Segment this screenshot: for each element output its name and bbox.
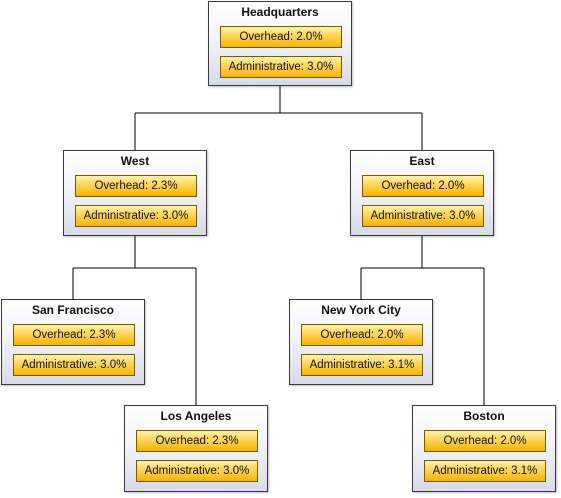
node-headquarters: Headquarters Overhead: 2.0% Administrati… [208, 1, 352, 86]
overhead-tag: Overhead: 2.3% [136, 430, 258, 452]
node-title: Los Angeles [160, 409, 232, 423]
administrative-tag: Administrative: 3.1% [424, 460, 546, 482]
node-los-angeles: Los Angeles Overhead: 2.3% Administrativ… [124, 405, 268, 492]
node-san-francisco: San Francisco Overhead: 2.3% Administrat… [1, 299, 145, 385]
node-title: Boston [463, 409, 505, 423]
administrative-tag: Administrative: 3.0% [220, 56, 342, 78]
node-title: Headquarters [241, 5, 319, 19]
administrative-tag: Administrative: 3.0% [13, 354, 135, 376]
node-west: West Overhead: 2.3% Administrative: 3.0% [63, 150, 207, 236]
administrative-tag: Administrative: 3.1% [301, 354, 423, 376]
overhead-tag: Overhead: 2.3% [75, 175, 197, 197]
node-title: East [409, 154, 435, 168]
overhead-tag: Overhead: 2.3% [13, 324, 135, 346]
node-east: East Overhead: 2.0% Administrative: 3.0% [350, 150, 494, 236]
node-new-york-city: New York City Overhead: 2.0% Administrat… [289, 299, 433, 385]
node-title: West [120, 154, 150, 168]
node-boston: Boston Overhead: 2.0% Administrative: 3.… [412, 405, 556, 492]
administrative-tag: Administrative: 3.0% [75, 205, 197, 227]
administrative-tag: Administrative: 3.0% [362, 205, 484, 227]
overhead-tag: Overhead: 2.0% [424, 430, 546, 452]
node-title: San Francisco [31, 303, 115, 317]
administrative-tag: Administrative: 3.0% [136, 460, 258, 482]
overhead-tag: Overhead: 2.0% [301, 324, 423, 346]
node-title: New York City [321, 303, 401, 317]
overhead-tag: Overhead: 2.0% [220, 26, 342, 48]
overhead-tag: Overhead: 2.0% [362, 175, 484, 197]
